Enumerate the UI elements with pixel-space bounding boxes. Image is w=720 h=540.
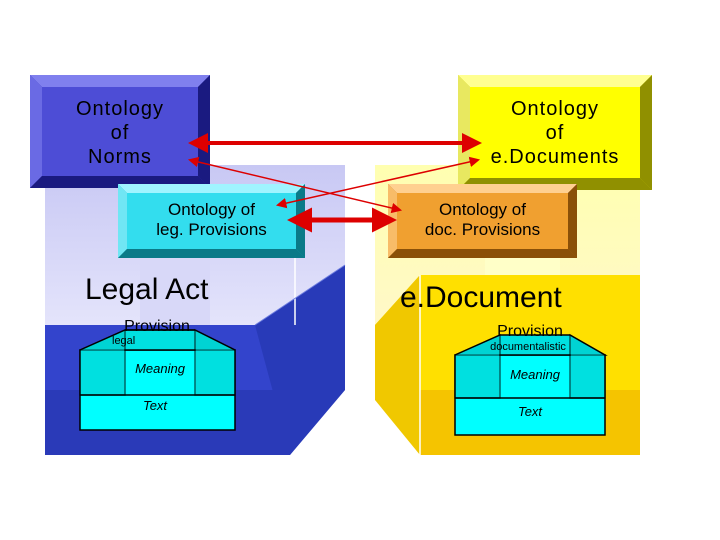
legal-provision-type: legal — [112, 335, 136, 347]
arrow-edocs-legprov — [275, 156, 481, 209]
legal-provision-stack — [79, 328, 236, 431]
edocument-title: e.Document — [400, 281, 562, 314]
ontology-of-norms-box — [30, 75, 210, 188]
edocs-box-label: Ontology of e.Documents — [490, 98, 620, 168]
doc-provision-stack — [454, 333, 608, 436]
leg-provisions-label: Ontology of leg. Provisions — [156, 200, 267, 240]
norms-box-label: Ontology of Norms — [75, 98, 165, 168]
doc-text-label: Text — [517, 404, 543, 419]
legal-act-title: Legal Act — [85, 273, 209, 306]
relation-arrows — [187, 133, 482, 233]
doc-meaning-label: Meaning — [510, 367, 560, 382]
legal-text-label: Text — [142, 398, 168, 413]
doc-provisions-label: Ontology of doc. Provisions — [424, 200, 541, 240]
doc-provision-label: Provision — [497, 323, 563, 340]
legal-provision-label: Provision — [124, 318, 190, 335]
doc-provision-type: documentalistic — [490, 341, 566, 353]
legal-meaning-label: Meaning — [135, 361, 185, 376]
